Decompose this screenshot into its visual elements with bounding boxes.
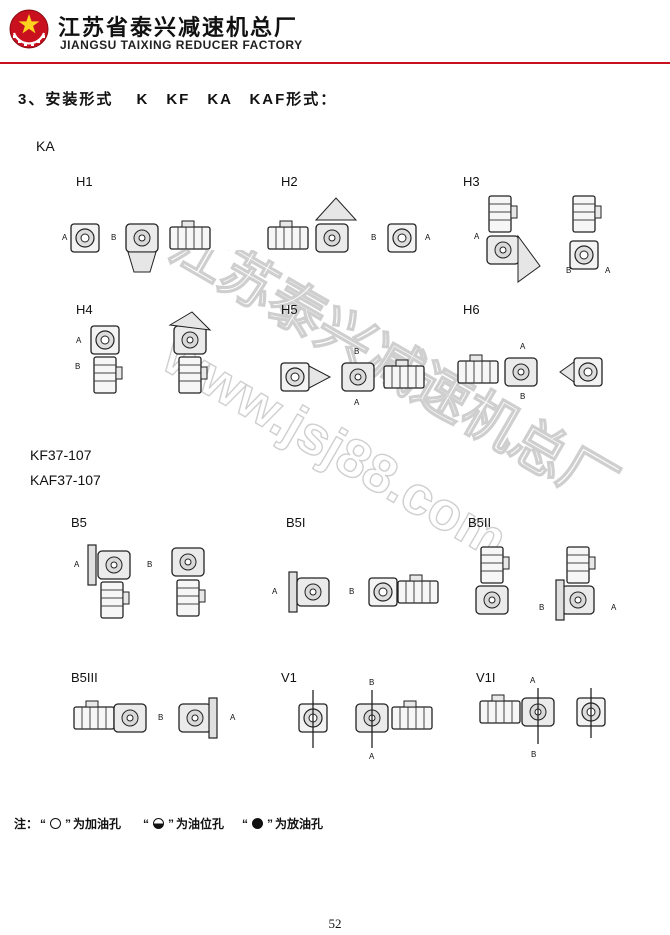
marker-b: B (147, 560, 153, 569)
diagram-h5 (280, 359, 425, 392)
marker-b: B (531, 750, 537, 759)
marker-a: A (369, 752, 375, 761)
marker-a: A (62, 233, 68, 242)
company-name-en: JIANGSU TAIXING REDUCER FACTORY (60, 38, 303, 52)
pos-label-h2: H2 (281, 174, 298, 189)
diagram-h6 (457, 354, 603, 387)
header-divider (0, 62, 670, 64)
oil-level-hole-icon (153, 818, 165, 829)
pos-label-b5ii: B5II (468, 515, 492, 530)
marker-a: A (425, 233, 431, 242)
marker-b: B (111, 233, 117, 242)
section-title: 3、安装形式 K KF KA KAF形式： (18, 91, 338, 108)
pos-label-h5: H5 (281, 302, 298, 317)
pos-label-b5: B5 (71, 515, 87, 530)
marker-b: B (566, 266, 572, 275)
marker-a: A (530, 676, 536, 685)
marker-a: A (474, 232, 480, 241)
pos-label-v1: V1 (281, 670, 297, 685)
oil-fill-hole-icon (50, 818, 62, 829)
oil-hole-note: 注： “” 为加油孔 “” 为油位孔 “” 为放油孔 (14, 816, 324, 832)
marker-b: B (349, 587, 355, 596)
marker-a: A (354, 398, 360, 407)
marker-a: A (76, 336, 82, 345)
marker-b: B (371, 233, 377, 242)
factory-logo (9, 9, 49, 49)
company-name-cn: 江苏省泰兴减速机总厂 (58, 15, 299, 40)
diagram-h2 (267, 197, 417, 253)
pos-label-h3: H3 (463, 174, 480, 189)
page-number: 52 (328, 916, 342, 931)
diagram-v1 (298, 690, 433, 748)
pos-label-h6: H6 (463, 302, 480, 317)
diagram-v1i (479, 688, 606, 744)
oil-drain-hole-icon (252, 818, 264, 829)
marker-a: A (230, 713, 236, 722)
marker-b: B (539, 603, 545, 612)
group-label-ka: KA (36, 138, 55, 154)
marker-a: A (74, 560, 80, 569)
marker-a: A (611, 603, 617, 612)
marker-a: A (605, 266, 611, 275)
pos-label-v1i: V1I (476, 670, 496, 685)
marker-b: B (354, 347, 360, 356)
pos-label-b5i: B5I (286, 515, 306, 530)
diagram-h1 (70, 220, 211, 273)
pos-label-h4: H4 (76, 302, 93, 317)
diagram-h3 (486, 195, 602, 283)
marker-b: B (75, 362, 81, 371)
note-prefix: 注： (14, 817, 39, 831)
marker-a: A (520, 342, 526, 351)
pos-label-h1: H1 (76, 174, 93, 189)
note-level-hole: 为油位孔 (176, 817, 225, 831)
note-drain-hole: 为放油孔 (275, 817, 324, 831)
note-fill-hole: 为加油孔 (73, 817, 122, 831)
marker-a: A (272, 587, 278, 596)
pos-label-b5iii: B5III (71, 670, 98, 685)
marker-b: B (158, 713, 164, 722)
group-label-kf: KF37-107 (30, 447, 92, 463)
diagram-h4 (90, 311, 212, 394)
group-label-kaf: KAF37-107 (30, 472, 101, 488)
marker-b: B (369, 678, 375, 687)
marker-b: B (520, 392, 526, 401)
